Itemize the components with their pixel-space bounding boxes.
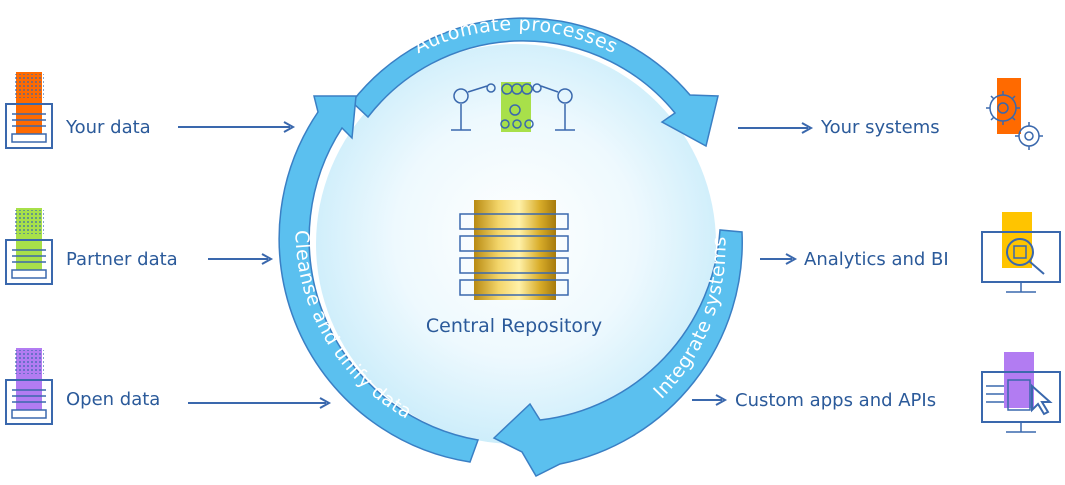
gears-icon — [986, 78, 1043, 150]
output-analytics-bi: Analytics and BI — [760, 212, 1061, 293]
source-label: Partner data — [66, 249, 178, 270]
server-icon — [5, 208, 53, 285]
arrowhead — [319, 397, 332, 409]
ring-segment-right — [492, 229, 743, 477]
output-label: Your systems — [820, 117, 940, 138]
output-label: Custom apps and APIs — [735, 390, 936, 411]
arrowhead — [261, 253, 274, 265]
arrowhead — [283, 121, 296, 133]
cycle-ring — [278, 17, 743, 477]
monitor-cursor-icon — [981, 352, 1061, 433]
source-your-data: Your data — [5, 72, 296, 149]
output-label: Analytics and BI — [804, 249, 949, 270]
central-repository-label: Central Repository — [426, 315, 602, 337]
ring-segment-top — [350, 17, 719, 148]
server-icon — [5, 72, 53, 149]
source-label: Your data — [65, 117, 151, 138]
source-label: Open data — [66, 389, 160, 410]
database-icon — [459, 200, 569, 300]
arrowhead — [785, 253, 798, 265]
server-icon — [5, 348, 53, 425]
arrowhead — [715, 394, 728, 406]
source-open-data: Open data — [5, 348, 332, 425]
robot-arms-icon — [451, 82, 575, 132]
output-custom-apps: Custom apps and APIs — [692, 352, 1061, 433]
source-partner-data: Partner data — [5, 208, 274, 285]
ring-segment-left — [278, 95, 480, 463]
monitor-magnifier-icon — [981, 212, 1061, 293]
arrowhead — [801, 122, 814, 134]
output-your-systems: Your systems — [738, 78, 1043, 150]
